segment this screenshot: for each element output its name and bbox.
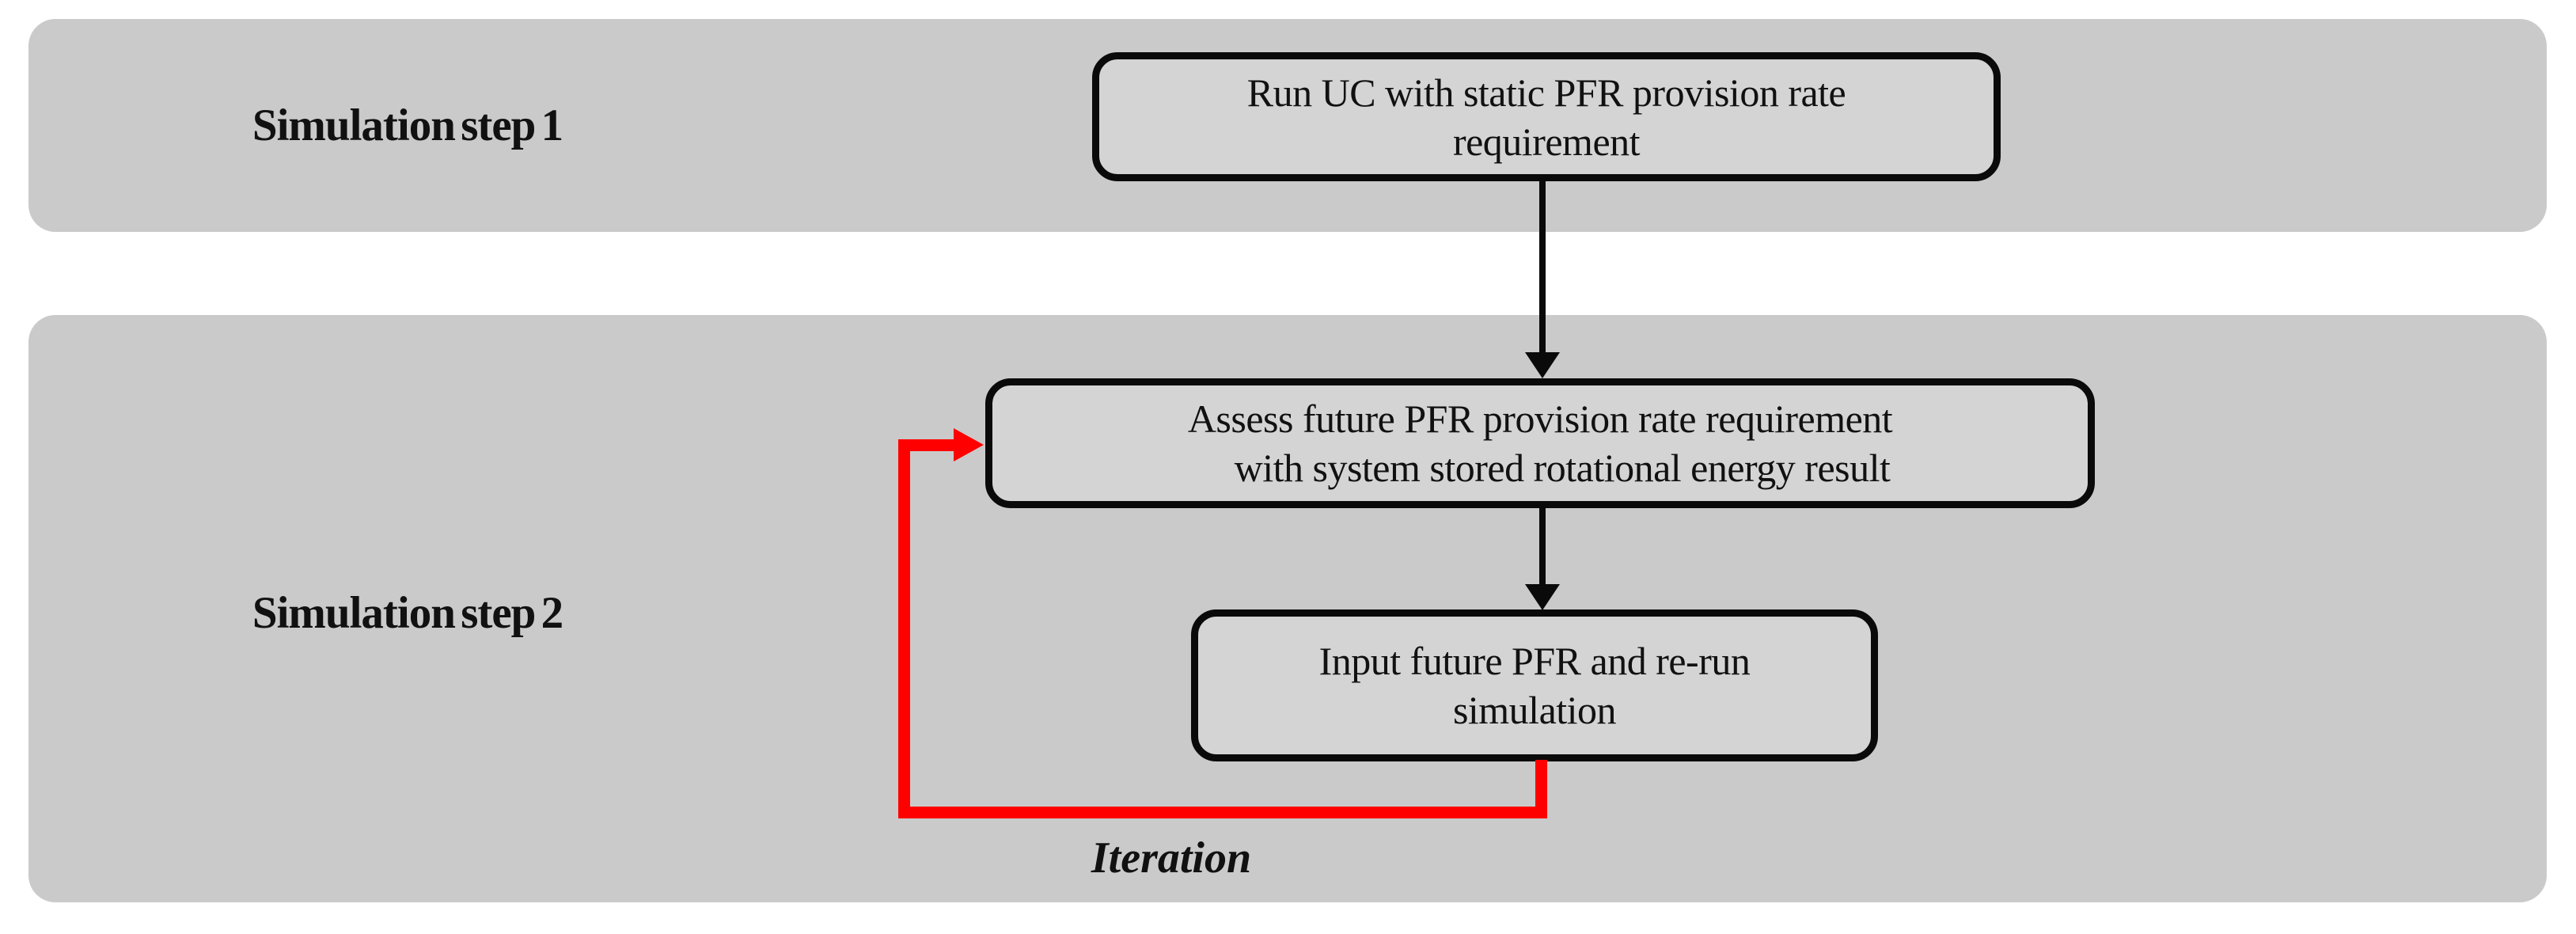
node-run-uc-line1: Run UC with static PFR provision rate (1246, 70, 1846, 115)
node-assess-pfr-line1: Assess future PFR provision rate require… (1187, 397, 1893, 441)
loop-segment-left (898, 439, 910, 818)
iteration-label: Iteration (1091, 833, 1252, 883)
arrowhead-down-icon (1525, 352, 1560, 378)
arrowhead-right-icon (954, 428, 984, 461)
lane-label-step1: Simulation step 1 (252, 101, 563, 150)
node-assess-pfr: Assess future PFR provision rate require… (985, 378, 2095, 508)
loop-segment-bottom (898, 807, 1547, 818)
loop-segment-drop (1535, 760, 1547, 818)
flow-arrow-1-line (1539, 181, 1546, 354)
node-assess-pfr-line2: with system stored rotational energy res… (1234, 446, 1891, 490)
node-run-uc: Run UC with static PFR provision rate re… (1092, 52, 2001, 181)
arrowhead-down-icon (1525, 584, 1560, 610)
node-run-uc-line2: requirement (1452, 119, 1641, 164)
node-rerun-sim-line1: Input future PFR and re-run (1318, 639, 1751, 683)
lane-label-step2: Simulation step 2 (252, 588, 563, 638)
node-rerun-sim: Input future PFR and re-run simulation (1191, 609, 1878, 761)
flow-arrow-2-line (1539, 507, 1546, 586)
node-rerun-sim-line2: simulation (1452, 688, 1617, 732)
loop-segment-entry (898, 439, 955, 451)
